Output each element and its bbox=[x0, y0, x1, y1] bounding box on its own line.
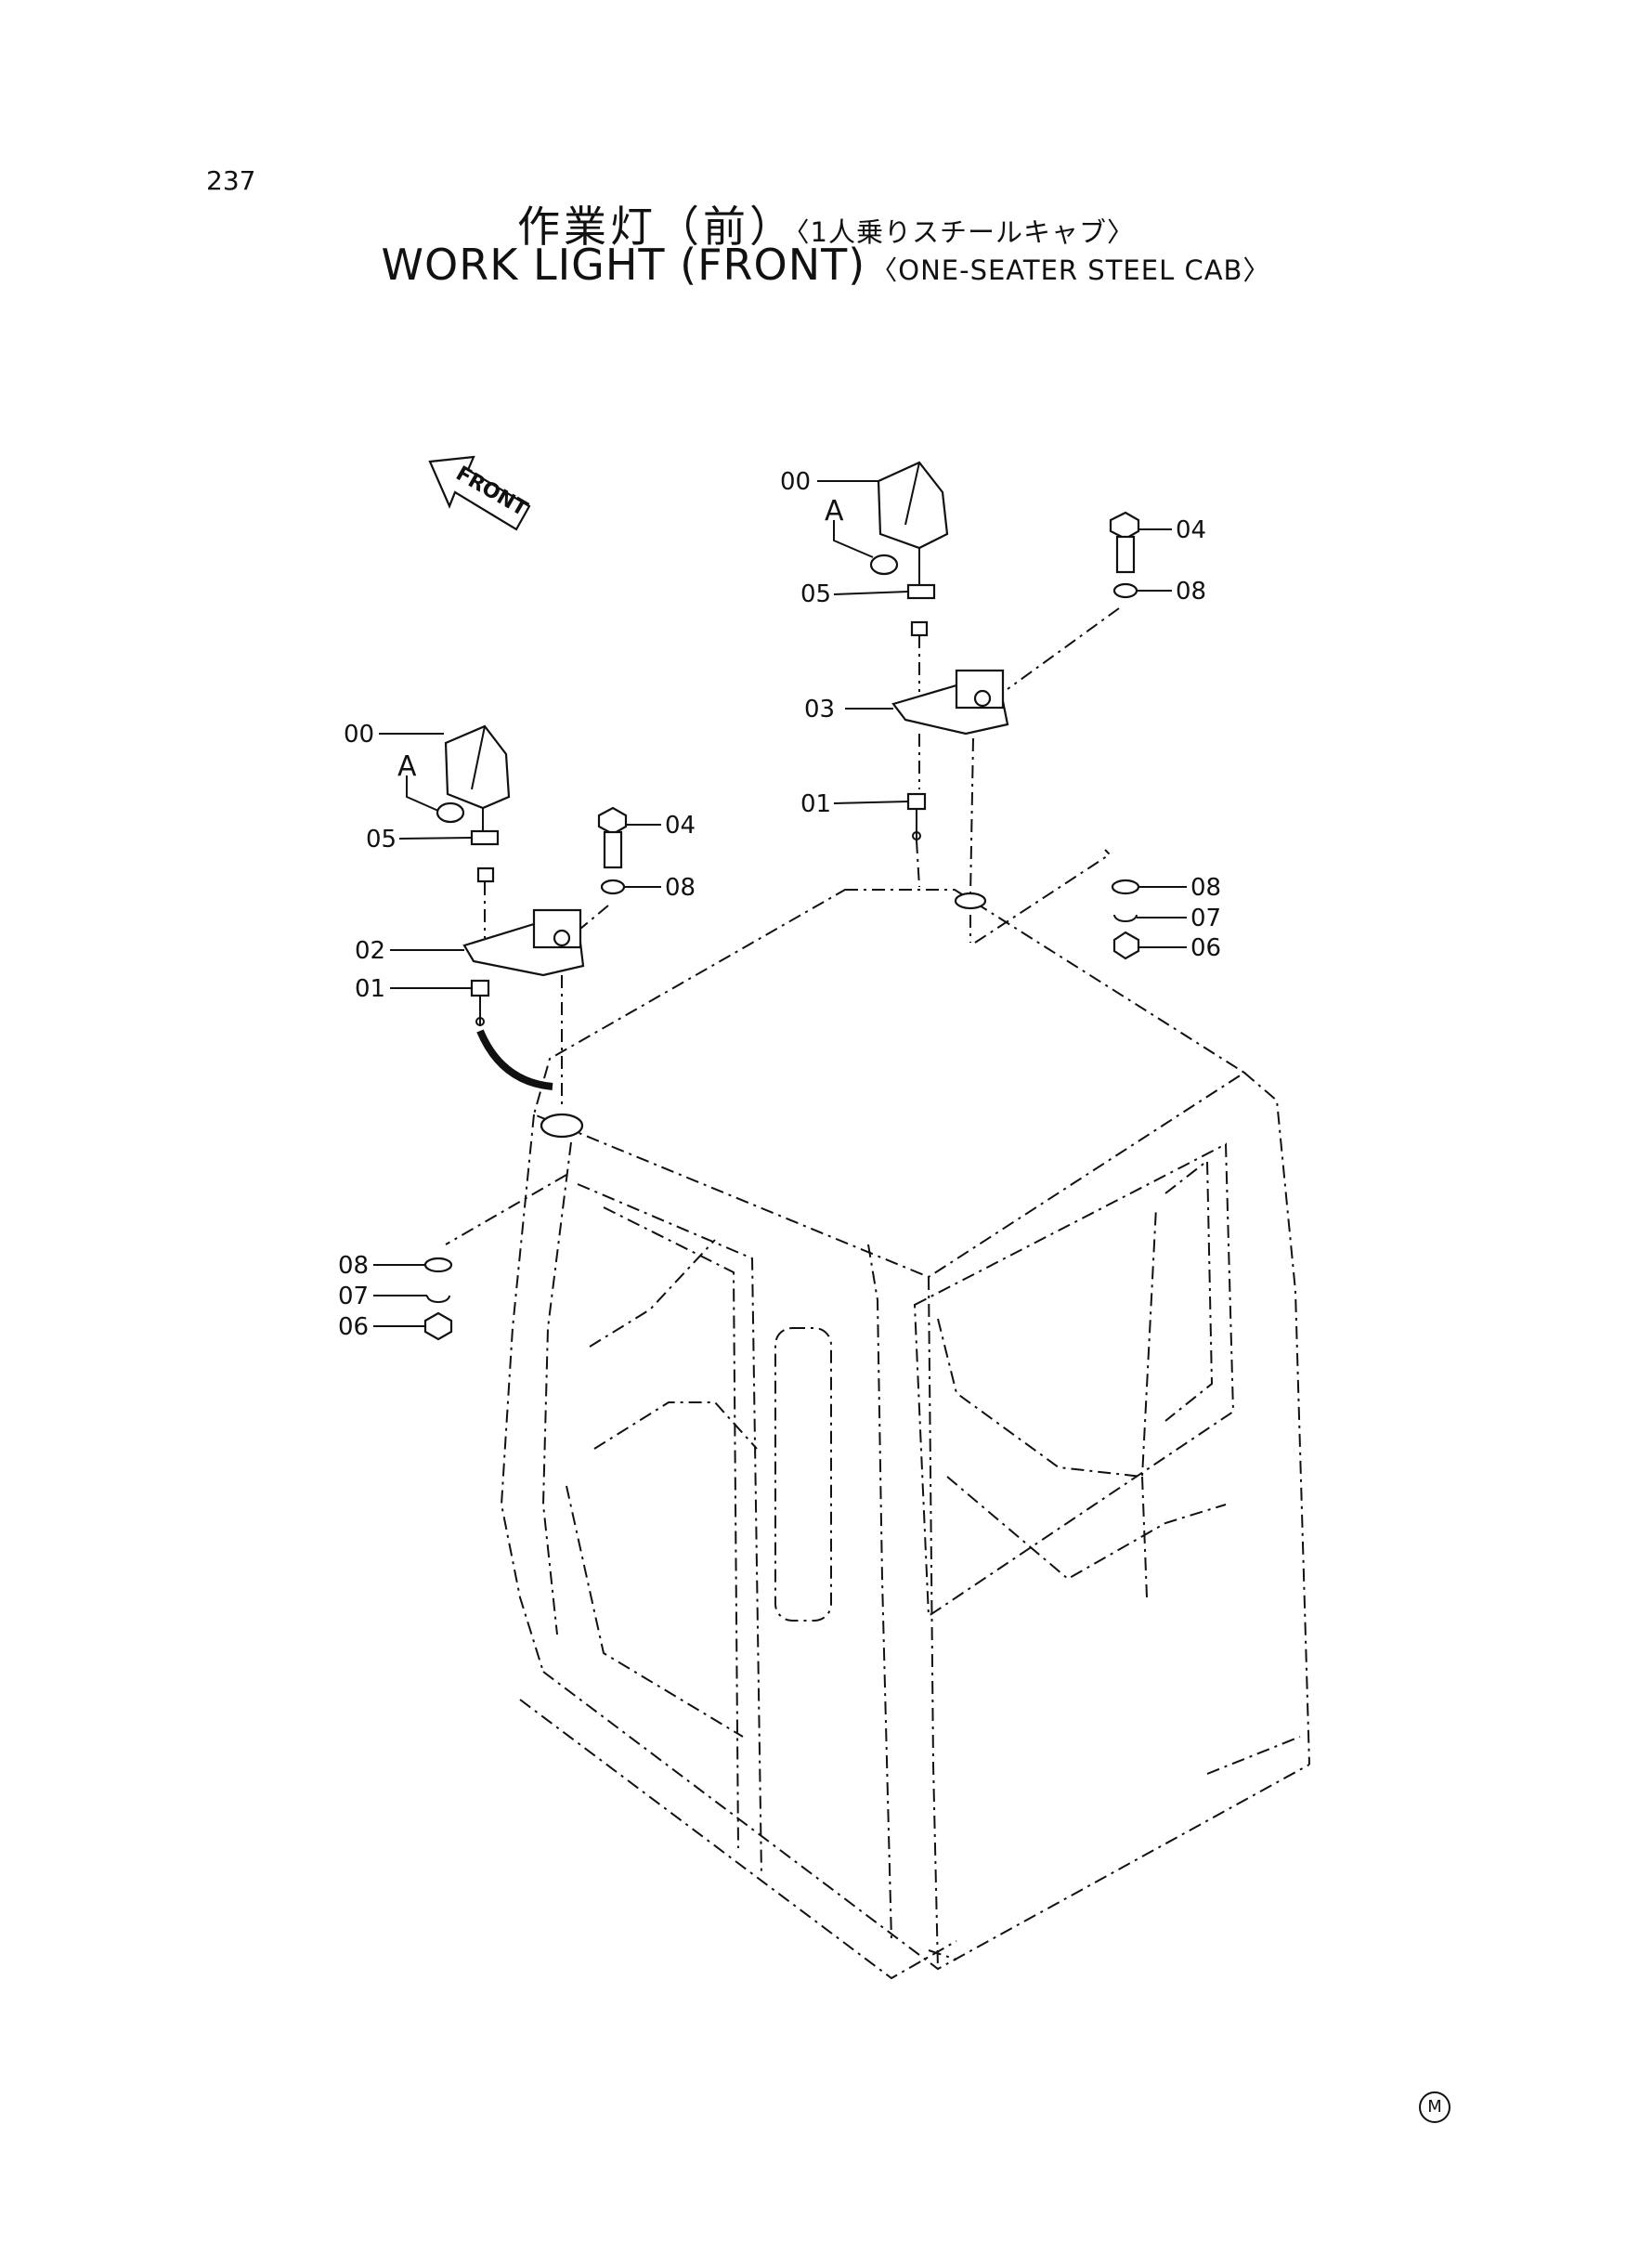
label-left-00: 00 bbox=[344, 721, 374, 749]
label-right-01: 01 bbox=[800, 790, 831, 818]
left-nut bbox=[423, 1311, 453, 1341]
label-left-05: 05 bbox=[366, 826, 397, 853]
title-en-main: WORK LIGHT (FRONT) bbox=[381, 240, 866, 290]
left-washer-bottom bbox=[423, 1257, 453, 1273]
label-right-05: 05 bbox=[800, 580, 831, 608]
right-washer-bottom bbox=[1111, 879, 1140, 895]
label-left-08-top: 08 bbox=[665, 874, 696, 902]
label-left-06: 06 bbox=[338, 1313, 369, 1341]
label-right-06: 06 bbox=[1190, 934, 1221, 962]
label-left-07: 07 bbox=[338, 1283, 369, 1310]
left-light-assembly bbox=[423, 724, 628, 1341]
left-light-bulb bbox=[436, 801, 465, 824]
page-number: 237 bbox=[206, 165, 256, 196]
left-work-light-lamp bbox=[444, 724, 511, 810]
circled-m-mark: M bbox=[1419, 2091, 1450, 2123]
left-washer-top bbox=[600, 879, 626, 895]
right-work-light-lamp bbox=[877, 461, 949, 550]
label-right-08-bottom: 08 bbox=[1190, 874, 1221, 902]
front-arrow: FRONT bbox=[428, 455, 531, 531]
label-left-A: A bbox=[397, 750, 417, 783]
title-jp-main: 作業灯（前） bbox=[517, 202, 797, 252]
left-light-clamp bbox=[470, 829, 500, 846]
right-washer-top bbox=[1112, 582, 1138, 599]
title-en-sub: 〈ONE-SEATER STEEL CAB〉 bbox=[870, 254, 1271, 286]
right-light-clamp bbox=[906, 583, 936, 600]
label-right-07: 07 bbox=[1190, 905, 1221, 932]
title-jp-sub: 〈1人乗りスチールキャブ〉 bbox=[796, 216, 1135, 248]
cab-body bbox=[500, 889, 1310, 1980]
right-light-bulb bbox=[869, 554, 899, 576]
right-light-assembly bbox=[869, 461, 1140, 960]
left-bolt bbox=[597, 806, 628, 836]
label-right-04: 04 bbox=[1176, 516, 1206, 544]
label-right-00: 00 bbox=[780, 468, 811, 496]
title-japanese: 作業灯（前）〈1人乗りスチールキャブ〉 bbox=[0, 193, 1652, 254]
title-english: WORK LIGHT (FRONT) 〈ONE-SEATER STEEL CAB… bbox=[0, 240, 1652, 290]
leader-lines bbox=[373, 480, 1187, 1327]
label-left-04: 04 bbox=[665, 812, 696, 840]
label-left-01: 01 bbox=[355, 975, 385, 1003]
label-left-08-bottom: 08 bbox=[338, 1252, 369, 1280]
label-right-03: 03 bbox=[804, 696, 835, 723]
label-right-A: A bbox=[825, 495, 844, 528]
label-right-08-top: 08 bbox=[1176, 578, 1206, 606]
label-left-02: 02 bbox=[355, 937, 385, 965]
right-bolt bbox=[1109, 511, 1140, 541]
right-nut bbox=[1112, 931, 1140, 960]
